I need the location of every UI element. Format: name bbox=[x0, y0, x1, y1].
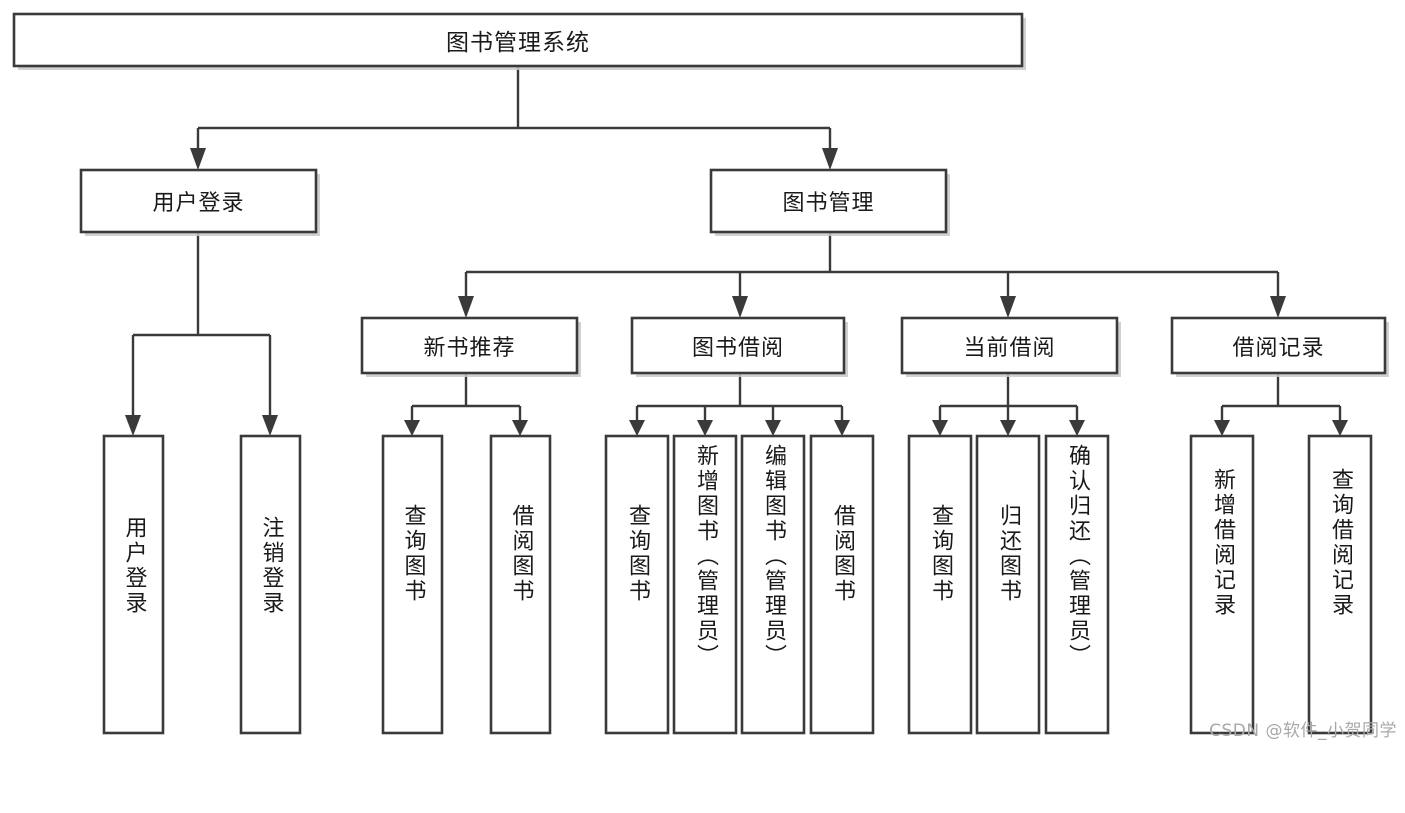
diagram-svg bbox=[12, 12, 1389, 735]
node-box-leaf-add-record[interactable] bbox=[1189, 434, 1255, 735]
node-box-layer bbox=[12, 12, 1387, 735]
arrowhead-leaf-confirm-return bbox=[1069, 420, 1085, 436]
arrowhead-book-manage bbox=[822, 148, 838, 170]
arrowhead-leaf-query-book-2 bbox=[629, 420, 645, 436]
node-box-user-login[interactable] bbox=[79, 168, 318, 234]
arrowhead-layer bbox=[125, 148, 1348, 436]
arrowhead-leaf-user-login bbox=[125, 415, 141, 436]
arrowhead-leaf-return-book bbox=[1000, 420, 1016, 436]
arrowhead-leaf-borrow-book-2 bbox=[834, 420, 850, 436]
node-box-leaf-query-record[interactable] bbox=[1307, 434, 1373, 735]
arrowhead-leaf-borrow-book-1 bbox=[512, 420, 528, 436]
arrowhead-leaf-add-book bbox=[697, 420, 713, 436]
node-box-borrow-record[interactable] bbox=[1170, 316, 1387, 375]
diagram-canvas: 图书管理系统 用户登录 图书管理 新书推荐 图书借阅 当前借阅 借阅记录 用户登… bbox=[12, 12, 1397, 741]
node-box-new-book-recommend[interactable] bbox=[360, 316, 579, 375]
node-box-leaf-user-logout[interactable] bbox=[239, 434, 302, 735]
node-box-leaf-query-book-2[interactable] bbox=[604, 434, 670, 735]
node-box-leaf-user-login[interactable] bbox=[102, 434, 165, 735]
node-box-leaf-edit-book[interactable] bbox=[740, 434, 806, 735]
arrowhead-leaf-query-record bbox=[1332, 420, 1348, 436]
arrowhead-borrow-record bbox=[1270, 296, 1286, 318]
arrowhead-leaf-query-book-1 bbox=[404, 420, 420, 436]
node-box-root[interactable] bbox=[12, 12, 1024, 68]
node-box-leaf-query-book-1[interactable] bbox=[381, 434, 444, 735]
arrowhead-user-login bbox=[190, 148, 206, 170]
node-box-leaf-query-book-3[interactable] bbox=[907, 434, 973, 735]
node-box-leaf-confirm-return[interactable] bbox=[1044, 434, 1110, 735]
arrowhead-leaf-query-book-3 bbox=[932, 420, 948, 436]
arrowhead-book-borrow bbox=[732, 296, 748, 318]
arrowhead-current-borrow bbox=[1000, 296, 1016, 318]
node-box-book-borrow[interactable] bbox=[630, 316, 846, 375]
node-box-leaf-return-book[interactable] bbox=[975, 434, 1041, 735]
node-box-leaf-add-book[interactable] bbox=[672, 434, 738, 735]
arrowhead-new-book-recommend bbox=[458, 296, 474, 318]
node-box-book-manage[interactable] bbox=[709, 168, 948, 234]
connector-layer bbox=[131, 66, 1342, 420]
node-box-leaf-borrow-book-1[interactable] bbox=[489, 434, 552, 735]
node-box-current-borrow[interactable] bbox=[900, 316, 1119, 375]
arrowhead-leaf-edit-book bbox=[765, 420, 781, 436]
arrowhead-leaf-user-logout bbox=[262, 415, 278, 436]
node-box-leaf-borrow-book-2[interactable] bbox=[809, 434, 875, 735]
arrowhead-leaf-add-record bbox=[1214, 420, 1230, 436]
